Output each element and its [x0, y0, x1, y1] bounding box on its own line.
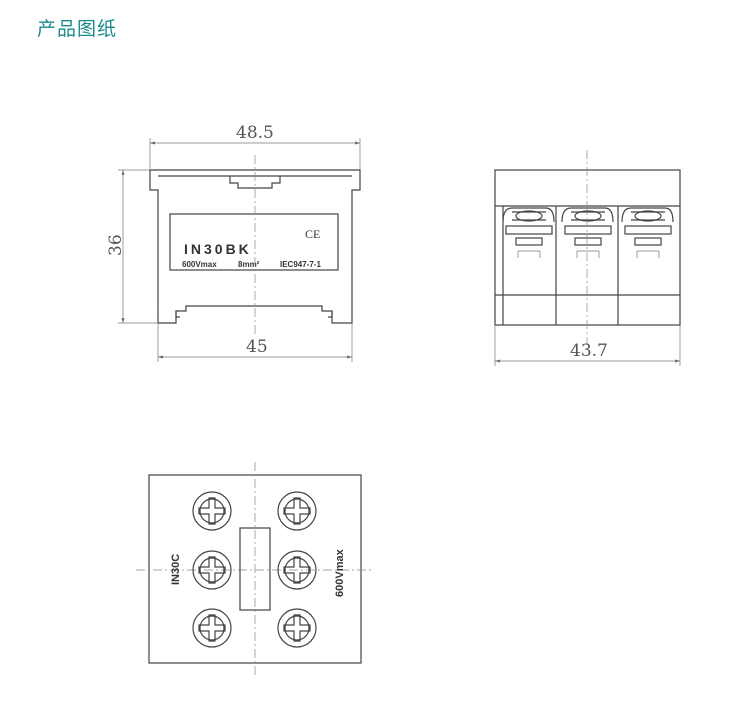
dim-height-36: 36	[106, 234, 126, 256]
front-view: IN30BK 600Vmax 8mm² IEC947-7-1 CE 48.5 3…	[106, 123, 361, 362]
top-view: IN30C 600Vmax	[136, 462, 374, 676]
voltage-label-top: 600Vmax	[334, 548, 346, 597]
page-title: 产品图纸	[37, 18, 118, 40]
dim-width-48-5: 48.5	[236, 123, 274, 143]
dim-base-45: 45	[246, 337, 268, 357]
terminal-cell-3	[621, 207, 674, 258]
voltage-label: 600Vmax	[182, 260, 217, 269]
screw-icon	[277, 491, 317, 531]
ce-mark: CE	[305, 227, 320, 241]
screw-icon	[277, 550, 317, 590]
screw-icon	[192, 550, 232, 590]
dim-depth-43-7: 43.7	[570, 341, 608, 361]
screw-icon	[277, 608, 317, 648]
screw-icon	[192, 491, 232, 531]
side-view: 43.7	[494, 150, 681, 366]
screw-icon	[192, 608, 232, 648]
standard-label: IEC947-7-1	[280, 260, 321, 269]
terminal-cell-2	[561, 207, 614, 258]
model-label-top: IN30C	[170, 554, 182, 585]
model-label: IN30BK	[184, 241, 252, 257]
terminal-cell-1	[502, 207, 555, 258]
wire-size-label: 8mm²	[238, 260, 260, 269]
